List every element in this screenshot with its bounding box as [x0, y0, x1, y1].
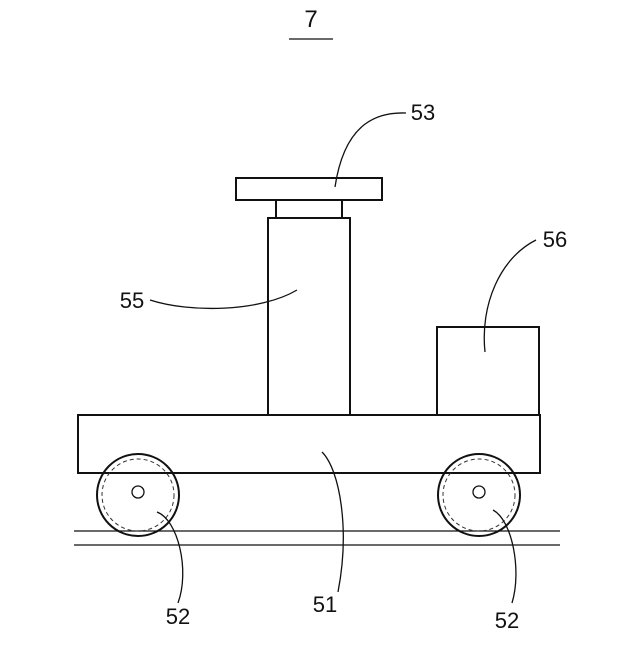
- cart-body: [78, 415, 540, 473]
- label-wheel-left: 52: [166, 604, 190, 629]
- leader-52-left: [157, 512, 183, 603]
- figure-number: 7: [304, 6, 317, 33]
- label-body: 51: [313, 592, 337, 617]
- label-wheel-right: 52: [495, 608, 519, 633]
- leader-55: [150, 290, 297, 308]
- column: [268, 218, 350, 415]
- box: [437, 327, 539, 415]
- leader-52-right: [493, 510, 516, 603]
- label-platform: 53: [411, 100, 435, 125]
- label-column: 55: [120, 288, 144, 313]
- wheel-left: [97, 454, 179, 536]
- leader-53: [335, 113, 406, 187]
- platform-neck: [276, 200, 342, 218]
- leader-56: [484, 240, 536, 352]
- wheel-right: [438, 454, 520, 536]
- platform-plate: [236, 178, 382, 200]
- label-box: 56: [543, 227, 567, 252]
